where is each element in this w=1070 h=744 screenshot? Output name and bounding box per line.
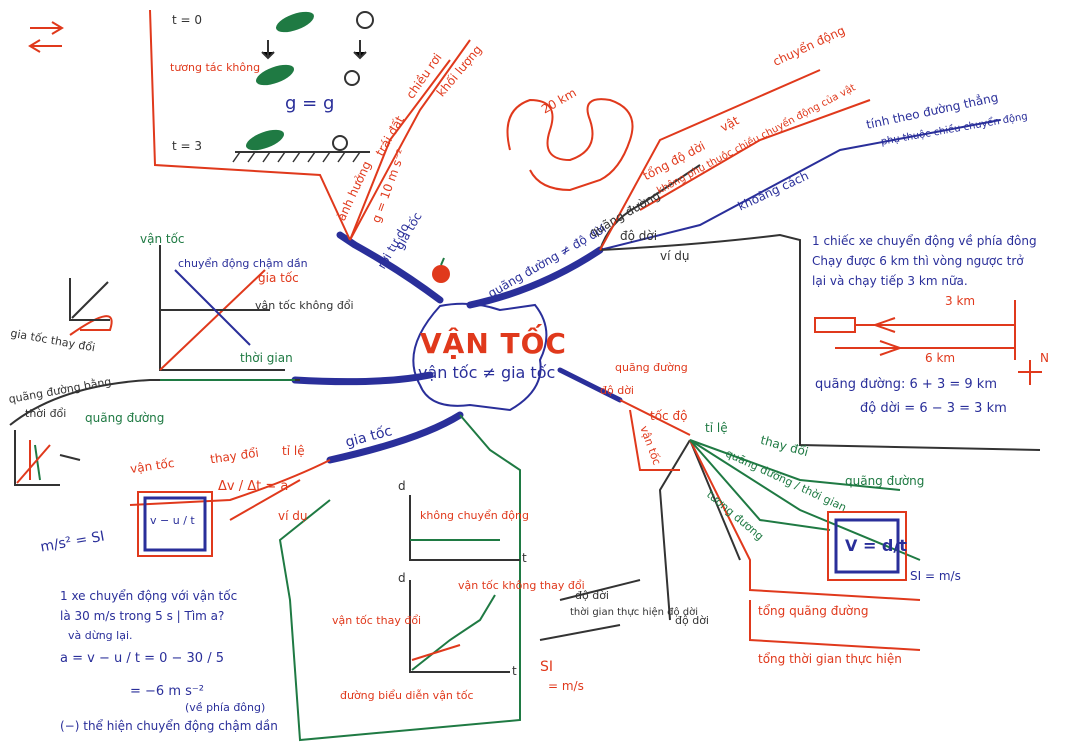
graph-label-cham-dan: chuyển động chậm dần — [178, 257, 308, 270]
formula-box-v — [834, 518, 900, 574]
label-thoi-gian-thuc-hien: thời gian thực hiện độ dời — [570, 607, 699, 618]
legend-arrows-icon — [28, 21, 64, 53]
label-t0: t = 0 — [172, 13, 203, 27]
example-line-2: Chạy được 6 km thì vòng ngược trở — [812, 254, 1024, 268]
ex-line-1: 1 xe chuyển động với vận tốc — [60, 589, 238, 603]
example-dd: độ dời = 6 − 3 = 3 km — [860, 401, 1007, 416]
example-line-3: lại và chạy tiếp 3 km nữa. — [812, 274, 968, 288]
label-quang-duong-br: quãng đường — [615, 361, 688, 374]
label-do-doi-br: độ dời — [600, 384, 634, 397]
formula-delta: Δv / Δt = a — [218, 479, 289, 494]
label-m-s-bc: = m/s — [548, 679, 584, 693]
formula-v-text: V = d/t — [845, 536, 907, 555]
branch-khoang-cach — [599, 119, 1001, 251]
small-graph-icon — [69, 278, 110, 321]
label-t3: t = 3 — [172, 139, 203, 153]
velocity-time-graph — [159, 245, 285, 371]
label-vi-du-bl: ví dụ — [278, 509, 308, 523]
graph-y-label: vận tốc — [140, 232, 185, 246]
branch-toc-do — [557, 367, 623, 403]
branch-left — [291, 371, 434, 386]
branch-quang-duong — [466, 246, 604, 309]
label-do-doi: độ dời — [620, 229, 658, 243]
label-free-fall: tương tác không — [170, 61, 261, 74]
down-arrow-icon — [261, 40, 367, 60]
graph-label-khong-doi: vận tốc không đổi — [255, 299, 354, 312]
label-quang-duong-green: quãng đường — [845, 474, 925, 488]
label-north: N — [1040, 351, 1049, 365]
calc-line-1: a = v − u / t = 0 − 30 / 5 — [60, 651, 224, 666]
label-si-br: SI = m/s — [910, 569, 961, 583]
branch-vi-du — [599, 233, 1041, 451]
label-si-bc: SI — [540, 659, 554, 675]
label-khong-chuyen-dong: không chuyển động — [420, 509, 529, 522]
note-line: (−) thể hiện chuyển động chậm dần — [60, 719, 278, 733]
example-line-1: 1 chiếc xe chuyển động về phía đông — [812, 234, 1037, 248]
label-vt-thay-doi: vận tốc thay đổi — [332, 614, 422, 627]
calc-line-3: (về phía đông) — [185, 701, 266, 714]
ex-line-2: là 30 m/s trong 5 s | Tìm a? — [60, 609, 225, 623]
label-toc-do: tốc độ — [650, 409, 688, 423]
label-ti-le-br: tỉ lệ — [705, 421, 728, 435]
calc-line-2: = −6 m s⁻² — [130, 684, 204, 699]
branch-gia-toc-bottom — [326, 411, 464, 464]
label-do-doi-bc: độ dời — [575, 589, 609, 602]
label-thoi-doi: thời đổi — [25, 407, 67, 420]
apple-icon — [432, 257, 450, 283]
label-tong-quang-duong: tổng quãng đường — [758, 604, 869, 618]
label-g-eq: g = g — [285, 93, 335, 114]
leaf-icon — [246, 11, 314, 151]
graph1-x: t — [522, 551, 527, 565]
example-qd: quãng đường: 6 + 3 = 9 km — [815, 377, 997, 392]
formula-box-a — [143, 496, 207, 552]
label-quang-duong-left: quãng đường — [85, 411, 165, 425]
center-subtitle: vận tốc ≠ gia tốc — [418, 363, 556, 382]
label-tong-thoi-gian: tổng thời gian thực hiện — [758, 652, 902, 666]
center-node-shape — [412, 302, 548, 412]
label-6km: 6 km — [925, 351, 956, 365]
branch-roi-tu-do — [149, 9, 351, 241]
graph1-y: d — [398, 479, 406, 493]
label-3km: 3 km — [945, 294, 976, 308]
label-ti-le-bl: tỉ lệ — [282, 444, 305, 458]
ground-hatch — [232, 151, 361, 163]
graph-label-gia-toc: gia tốc — [258, 271, 299, 285]
snail-icon — [332, 11, 374, 151]
small-graph-bottom-icon — [14, 430, 60, 486]
graph2-x: t — [512, 664, 517, 678]
road-squiggle — [506, 98, 634, 192]
branch-gia-toc-top — [336, 231, 444, 304]
label-vt-khong-thay-doi: vận tốc không thay đổi — [458, 579, 585, 592]
label-duong-bieu-dien: đường biểu diễn vận tốc — [340, 689, 474, 702]
formula-box-a-text: v − u / t — [150, 514, 195, 527]
ex-line-3: và dừng lại. — [68, 629, 133, 642]
label-do-doi-br2: độ dời — [675, 614, 709, 627]
label-vi-du-right: ví dụ — [660, 249, 690, 263]
car-diagram — [814, 300, 1042, 385]
graph-x-label: thời gian — [240, 351, 293, 365]
dt-graph-2 — [409, 580, 510, 673]
graph2-y: d — [398, 571, 406, 585]
dt-graph-1 — [409, 495, 520, 561]
center-title: VẬN TỐC — [420, 327, 567, 360]
